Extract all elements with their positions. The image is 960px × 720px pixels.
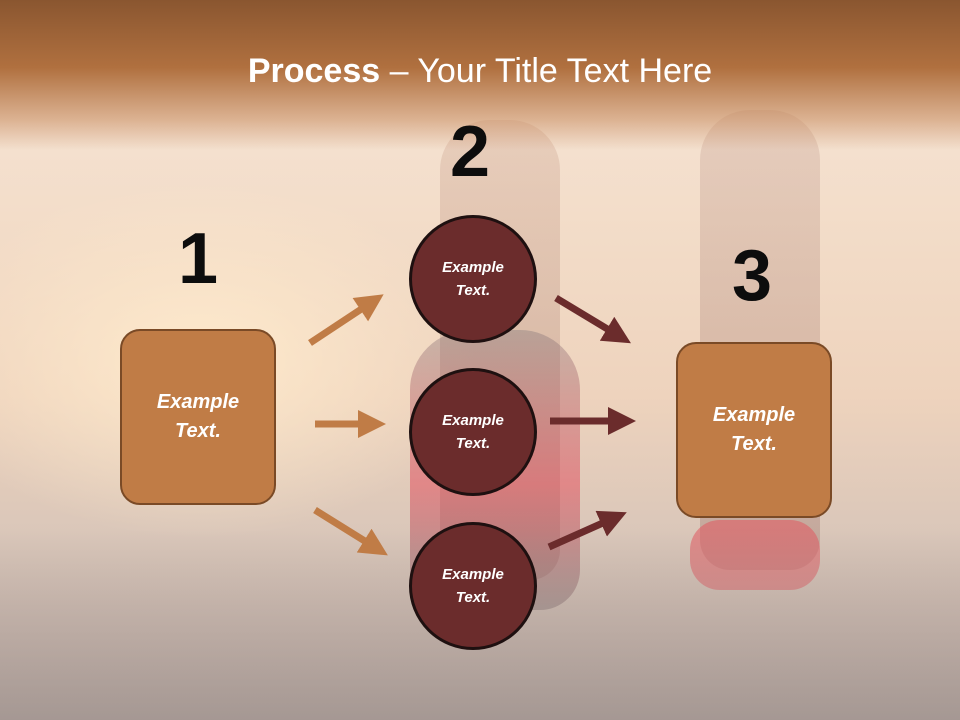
- title-regular-part: – Your Title Text Here: [380, 52, 713, 90]
- step-2-circle-middle-text: Example Text.: [442, 412, 504, 452]
- step-2-number: 2: [450, 112, 491, 192]
- step-2-circle-top-text: Example Text.: [442, 259, 504, 299]
- slide-title: Process – Your Title Text Here: [0, 52, 960, 91]
- step-1-number: 1: [178, 219, 219, 299]
- step-3-box: Example Text.: [676, 342, 832, 518]
- step-2-circle-bottom-text: Example Text.: [442, 566, 504, 606]
- title-bold-part: Process: [247, 52, 381, 90]
- step-2-circle-middle: Example Text.: [409, 368, 537, 496]
- step-1-box-text: Example Text.: [156, 391, 240, 442]
- title-banner: [0, 0, 960, 150]
- step-2-circle-top: Example Text.: [409, 215, 537, 343]
- arrow-1-to-2-top: [308, 294, 384, 346]
- arrow-2-top-to-3: [554, 295, 631, 344]
- step-3-number: 3: [732, 236, 773, 316]
- step-3-box-text: Example Text.: [712, 404, 796, 455]
- arrow-2-bottom-to-3: [547, 510, 627, 551]
- step-1-box: Example Text.: [120, 329, 276, 505]
- arrow-1-to-2-bottom: [313, 507, 388, 556]
- step-2-circle-bottom: Example Text.: [409, 522, 537, 650]
